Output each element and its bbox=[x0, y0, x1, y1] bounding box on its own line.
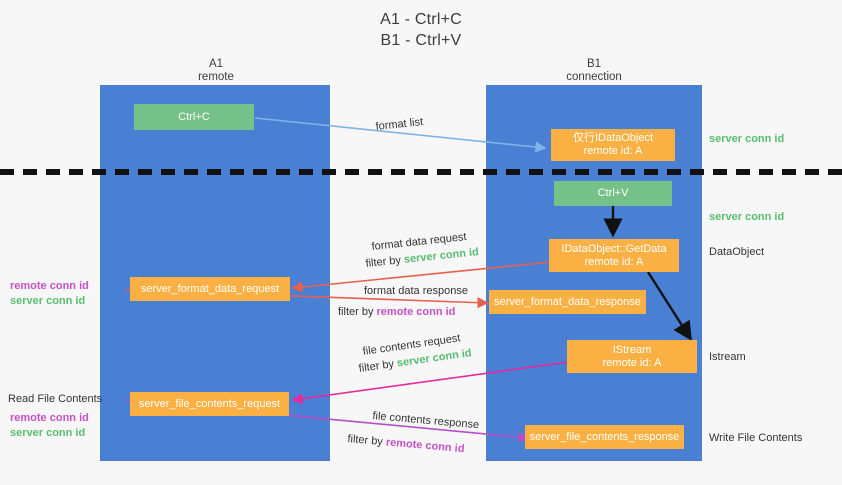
left-label-read-file-contents: Read File Contents bbox=[8, 393, 103, 405]
title-line-2: B1 - Ctrl+V bbox=[380, 32, 462, 49]
column-header-a1: A1 remote bbox=[126, 58, 306, 84]
left-label-server-conn-id-2: server conn id bbox=[10, 427, 86, 439]
node-getdata-sub: remote id: A bbox=[584, 255, 644, 268]
node-server-file-contents-response[interactable]: server_file_contents_response bbox=[525, 425, 684, 449]
edge-file-contents-request bbox=[291, 361, 569, 405]
node-server-format-data-request[interactable]: server_format_data_request bbox=[130, 277, 290, 301]
right-label-write-file-contents: Write File Contents bbox=[709, 432, 803, 444]
node-file-req-label: server_file_contents_request bbox=[138, 397, 281, 410]
left-label-remote-conn-id-1: remote conn id bbox=[10, 280, 89, 292]
filter-by-text-2: filter by bbox=[338, 306, 374, 318]
node-server-file-contents-request[interactable]: server_file_contents_request bbox=[130, 392, 289, 416]
edge-label-format-data-response-text: format data response bbox=[364, 285, 468, 297]
column-header-a1-role: remote bbox=[198, 71, 234, 83]
left-label-server-conn-id-1: server conn id bbox=[10, 295, 86, 307]
right-label-dataobject: DataObject bbox=[709, 246, 765, 258]
node-fmt-req-label: server_format_data_request bbox=[140, 282, 280, 295]
edge-getdata-to-istream bbox=[646, 271, 692, 342]
node-fmt-res-label: server_format_data_response bbox=[494, 295, 641, 308]
column-header-b1-role: connection bbox=[566, 71, 622, 83]
column-header-b1: B1 connection bbox=[504, 58, 684, 84]
node-idataobject[interactable]: 仅行IDataObject remote id: A bbox=[551, 129, 675, 161]
node-idataobject-sub: remote id: A bbox=[583, 145, 643, 157]
right-label-server-conn-id-mid: server conn id bbox=[709, 211, 785, 223]
node-istream-sub: remote id: A bbox=[602, 356, 662, 369]
node-ctrl-v[interactable]: Ctrl+V bbox=[554, 181, 672, 206]
right-label-istream: Istream bbox=[709, 351, 746, 363]
node-ctrl-v-label: Ctrl+V bbox=[597, 187, 629, 199]
edge-label-format-data-response: format data response bbox=[364, 285, 468, 297]
node-idataobject-label: 仅行IDataObject bbox=[572, 132, 654, 144]
node-ctrl-c[interactable]: Ctrl+C bbox=[134, 104, 254, 130]
node-file-res-label: server_file_contents_response bbox=[529, 430, 680, 443]
remote-conn-id-text-1: remote conn id bbox=[376, 306, 456, 318]
column-header-b1-name: B1 bbox=[586, 58, 602, 70]
node-ctrl-c-label: Ctrl+C bbox=[178, 110, 210, 123]
right-label-server-conn-id-top: server conn id bbox=[709, 133, 785, 145]
node-getdata[interactable]: IDataObject::GetData remote id: A bbox=[549, 239, 679, 272]
left-label-remote-conn-id-2: remote conn id bbox=[10, 412, 89, 424]
edge-label-filter-remote-conn-1: filter by remote conn id bbox=[338, 306, 455, 318]
column-header-a1-name: A1 bbox=[208, 58, 224, 70]
node-getdata-label: IDataObject::GetData bbox=[561, 242, 667, 255]
title-line-1: A1 - Ctrl+C bbox=[380, 11, 462, 28]
node-istream[interactable]: IStream remote id: A bbox=[567, 340, 697, 373]
node-istream-label: IStream bbox=[612, 343, 652, 356]
edge-format-list bbox=[254, 117, 547, 153]
edge-format-data-request bbox=[291, 261, 551, 293]
node-server-format-data-response[interactable]: server_format_data_response bbox=[489, 290, 646, 314]
